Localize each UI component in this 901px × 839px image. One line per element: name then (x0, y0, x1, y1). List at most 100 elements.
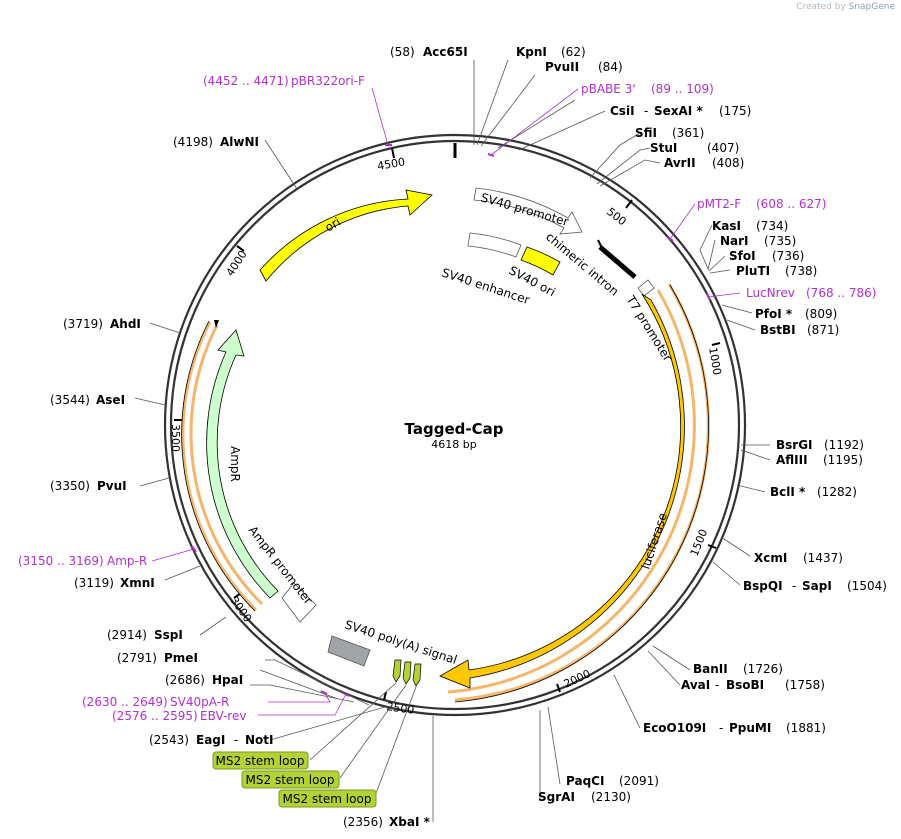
enzyme-sapi[interactable]: SapI (802, 579, 832, 593)
sv40-promoter-feature[interactable] (473, 187, 583, 235)
ampr-label: AmpR (228, 446, 242, 482)
enzyme-ecoo109i[interactable]: EcoO109I (643, 721, 706, 735)
enzyme-noti[interactable]: NotI (245, 733, 274, 747)
enzyme-pos-xmni: (3119) (74, 576, 114, 590)
primer-range-amp-r: (3150 .. 3169) (18, 554, 104, 568)
primer-lucnrev[interactable]: LucNrev (746, 286, 795, 300)
enzyme-pos-stui: (407) (707, 141, 739, 155)
ms2-label-2: MS2 stem loop (246, 773, 335, 787)
enzyme-avrii[interactable]: AvrII (664, 156, 696, 170)
tick-1500: 1500 (688, 527, 711, 558)
svg-text:-: - (715, 678, 719, 692)
enzyme-pvuii[interactable]: PvuII (545, 60, 579, 74)
primer-sv40pa-r[interactable]: SV40pA-R (170, 695, 229, 709)
primer-pmt2-f[interactable]: pMT2-F (697, 197, 741, 211)
enzyme-nari[interactable]: NarI (720, 234, 749, 248)
primer-amp-r[interactable]: Amp-R (107, 554, 147, 568)
ms2-features[interactable] (392, 659, 422, 687)
enzyme-sspi[interactable]: SspI (154, 628, 183, 642)
enzyme-pos-asei: (3544) (50, 393, 90, 407)
tick-2500: 2500 (386, 700, 416, 717)
ms2-box-2[interactable] (241, 770, 340, 789)
ampr-line (181, 320, 256, 612)
enzyme-xmni[interactable]: XmnI (120, 576, 155, 590)
enzyme-sfii[interactable]: SfiI (635, 126, 657, 140)
enzyme-afliii[interactable]: AflIII (776, 453, 808, 467)
tick-4500: 4500 (376, 155, 406, 173)
ms2-box-3[interactable] (278, 789, 377, 808)
enzyme-kpni[interactable]: KpnI (516, 45, 547, 59)
ms2-box-1[interactable] (212, 751, 309, 770)
enzyme-pos-sfoi: (736) (772, 249, 804, 263)
enzyme-stui[interactable]: StuI (650, 141, 677, 155)
ms2-label-1: MS2 stem loop (216, 754, 305, 768)
tick-500: 500 (604, 205, 629, 228)
enzyme-pmei[interactable]: PmeI (164, 651, 198, 665)
t7-promoter-feature[interactable] (637, 279, 655, 297)
enzyme-pluti[interactable]: PluTI (736, 264, 770, 278)
luciferase-label: luciferase (639, 511, 670, 571)
enzyme-pos-avrii: (408) (712, 156, 744, 170)
enzyme-pos-kpni: (62) (561, 45, 586, 59)
enzyme-kasi[interactable]: KasI (712, 219, 741, 233)
ampr-promoter-feature[interactable] (281, 582, 317, 623)
enzyme-sgrai[interactable]: SgrAI (538, 790, 575, 804)
ms2-labels: MS2 stem loop MS2 stem loop MS2 stem loo… (212, 751, 377, 808)
enzyme-pos-alwni: (4198) (173, 135, 213, 149)
enzyme-bstbi[interactable]: BstBI (760, 323, 796, 337)
chimeric-intron-feature[interactable] (598, 245, 637, 279)
enzyme-bspqi[interactable]: BspQI (743, 579, 783, 593)
enzyme-ppumi[interactable]: PpuMI (729, 721, 771, 735)
sv40-polya-feature[interactable] (327, 635, 371, 667)
enzyme-sfoi[interactable]: SfoI (729, 249, 756, 263)
luciferase-halo (447, 289, 696, 694)
enzyme-paqci[interactable]: PaqCI (566, 774, 604, 788)
enzyme-bsrgi[interactable]: BsrGI (776, 438, 813, 452)
enzyme-avai[interactable]: AvaI (681, 678, 710, 692)
primer-pbabe3[interactable]: pBABE 3' (581, 82, 636, 96)
ampr-halo (189, 324, 264, 606)
ampr-feature[interactable] (206, 329, 279, 599)
ms2-feature-3[interactable] (412, 663, 422, 687)
enzyme-asei[interactable]: AseI (96, 393, 125, 407)
primer-range-ebv-rev: (2576 .. 2595) (112, 709, 198, 723)
enzyme-pos-xbai: (2356) (343, 815, 383, 829)
enzyme-acc65i[interactable]: Acc65I (423, 45, 468, 59)
enzyme-pos-paqci: (2091) (619, 774, 659, 788)
enzyme-ahdi[interactable]: AhdI (110, 317, 141, 331)
ms2-feature-2[interactable] (402, 661, 412, 685)
enzyme-pos-afliii: (1195) (823, 453, 863, 467)
enzyme-pvui[interactable]: PvuI (97, 479, 127, 493)
ori-feature[interactable] (259, 189, 433, 282)
enzyme-sexai[interactable]: SexAI * (654, 104, 703, 118)
enzyme-xcmi[interactable]: XcmI (754, 551, 787, 565)
enzyme-pos-sgrai: (2130) (591, 790, 631, 804)
primer-pbr322ori-f[interactable]: pBR322ori-F (291, 74, 365, 88)
enzyme-pos-acc65i: (58) (390, 45, 415, 59)
enzyme-bsobi[interactable]: BsoBI (726, 678, 764, 692)
plasmid-name: Tagged-Cap (405, 420, 504, 438)
enzyme-pfoi[interactable]: PfoI * (755, 307, 793, 321)
plasmid-size: 4618 bp (431, 438, 476, 451)
backbone-outer (163, 133, 747, 717)
backbone-inner (169, 139, 741, 711)
enzyme-csii[interactable]: CsiI (610, 104, 635, 118)
enzyme-pos-kasi: (734) (756, 219, 788, 233)
enzyme-banii[interactable]: BanII (693, 662, 728, 676)
enzyme-hpai[interactable]: HpaI (212, 673, 243, 687)
leader-lines (134, 59, 771, 822)
enzyme-eagi[interactable]: EagI (196, 733, 225, 747)
sv40-ori-feature[interactable] (520, 246, 561, 276)
enzyme-pos-bstbi: (871) (807, 323, 839, 337)
ori-label: ori (323, 215, 344, 235)
primer-ebv-rev[interactable]: EBV-rev (200, 709, 246, 723)
enzyme-bcli[interactable]: BclI * (770, 485, 806, 499)
enzyme-xbai[interactable]: XbaI * (389, 815, 431, 829)
primer-range-lucnrev: (768 .. 786) (806, 286, 876, 300)
ampr-halo-outer (181, 321, 258, 612)
luciferase-feature[interactable] (439, 293, 685, 689)
enzyme-alwni[interactable]: AlwNI (220, 135, 259, 149)
ms2-feature-1[interactable] (392, 659, 402, 683)
sv40-enhancer-feature[interactable] (467, 232, 522, 258)
